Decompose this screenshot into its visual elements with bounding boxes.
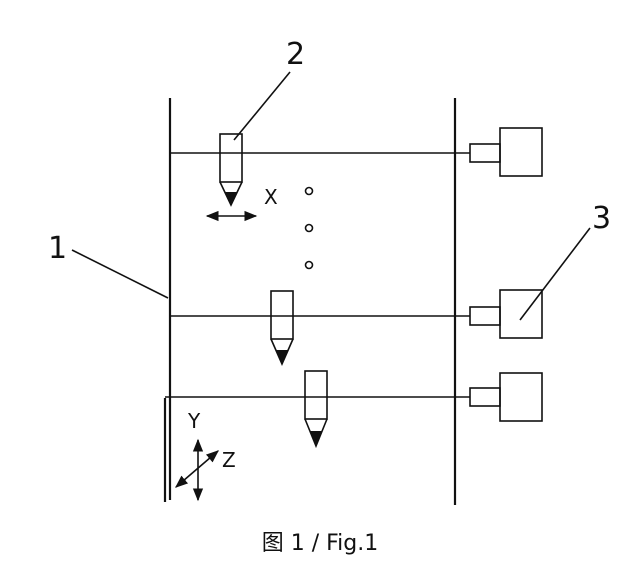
axis-indicator: [175, 438, 219, 502]
leader-line-2: [233, 71, 291, 141]
z-direction-arrow: [175, 450, 219, 488]
y-axis-label: Y: [187, 409, 201, 433]
guide-rails: [165, 152, 470, 398]
figure-caption: 图 1 / Fig.1: [262, 531, 379, 556]
label-drive: 3: [592, 201, 611, 236]
leader-line-3: [519, 227, 591, 321]
drive-unit-bottom: [469, 372, 543, 422]
drive-unit-top: [469, 127, 543, 177]
tool-bottom: [304, 370, 328, 449]
z-axis-label: Z: [222, 448, 236, 472]
leader-line-1: [71, 249, 169, 299]
label-tool: 2: [286, 37, 305, 72]
drive-unit-middle: [469, 289, 543, 339]
ellipsis-dots: [304, 186, 314, 270]
tool-middle: [270, 290, 294, 366]
tool-top: [219, 133, 243, 207]
label-frame: 1: [48, 231, 67, 266]
x-axis-label: X: [264, 185, 278, 209]
frame: [163, 98, 457, 505]
